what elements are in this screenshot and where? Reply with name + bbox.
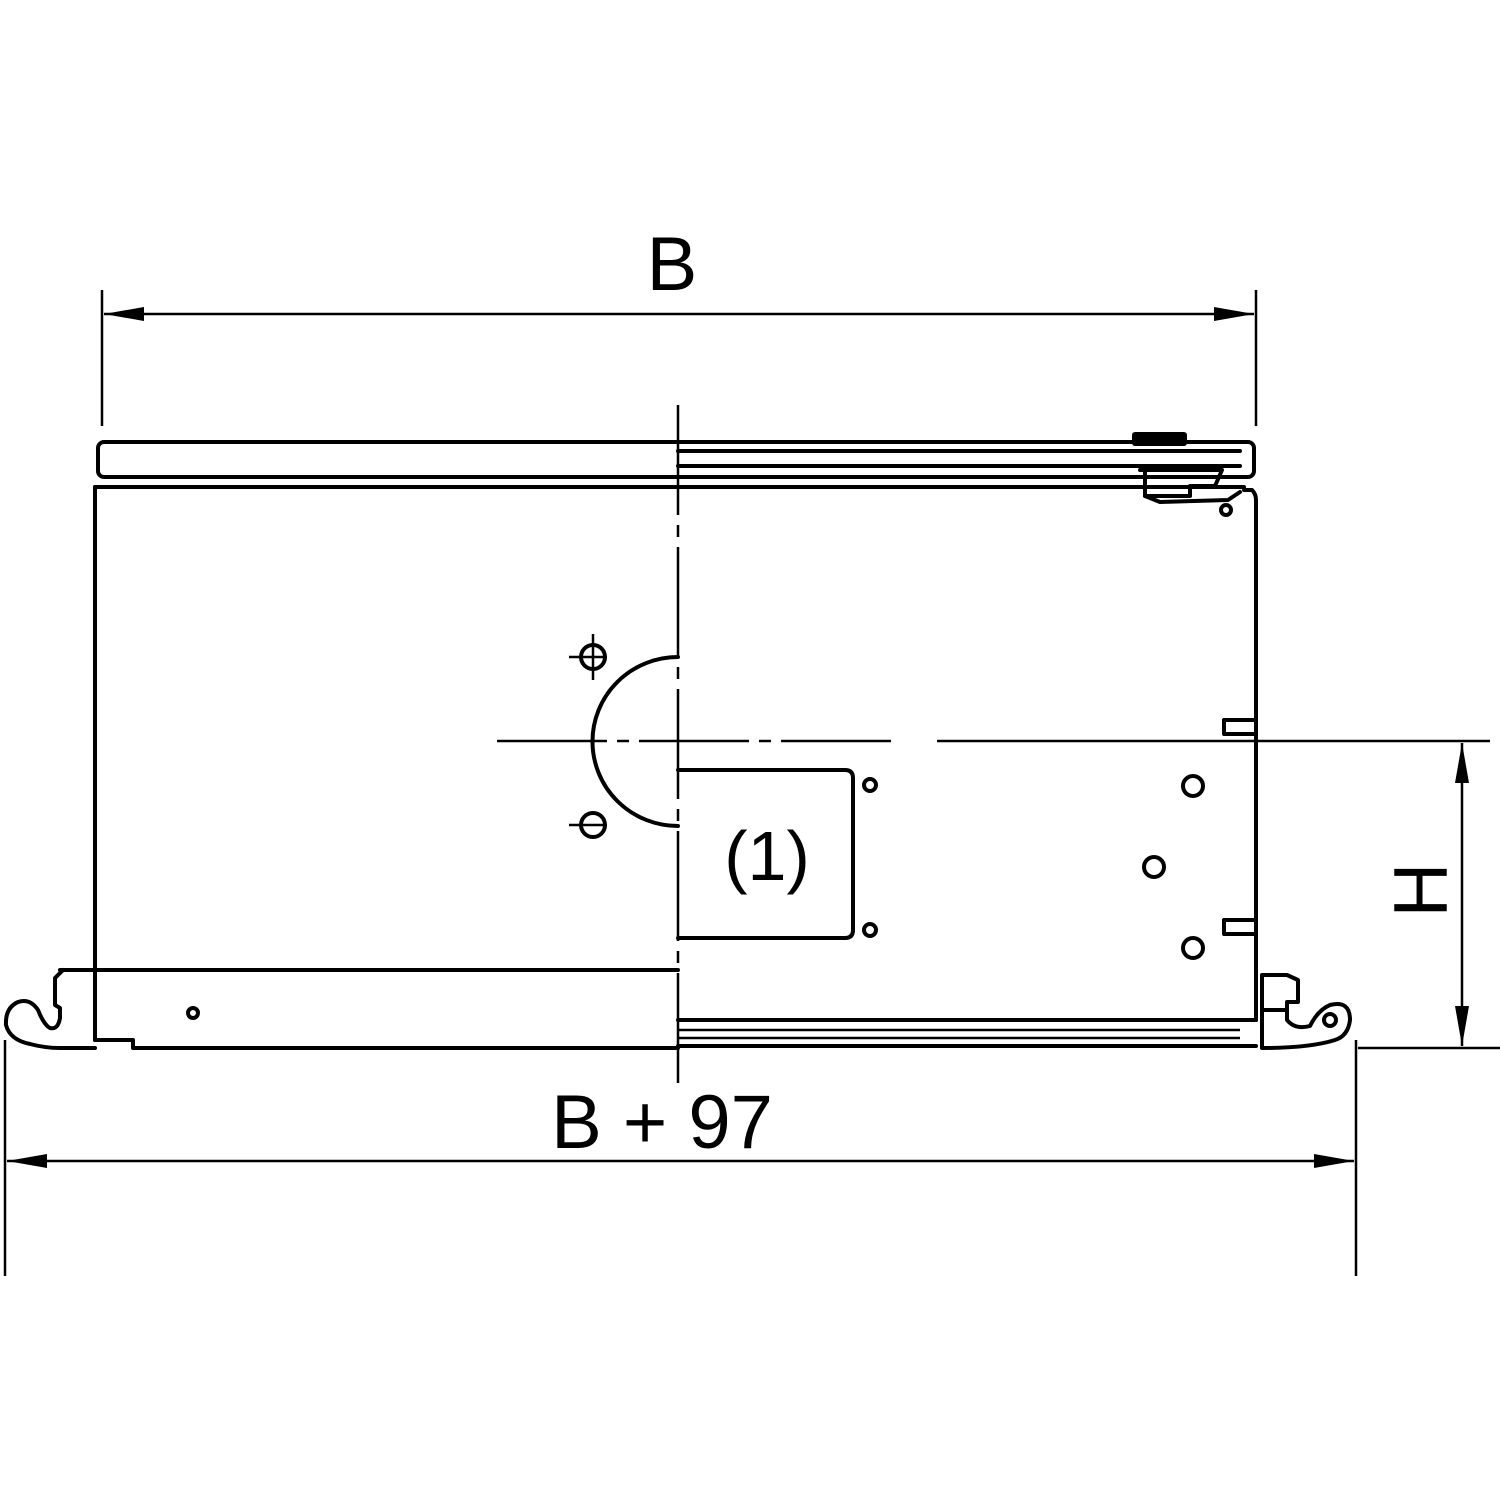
cutout-outline xyxy=(676,768,855,940)
dimension-b: B xyxy=(100,222,1258,426)
mounting-hole-crosshair-top xyxy=(569,634,607,680)
hole-icon xyxy=(1181,936,1205,960)
dimension-label-h: H xyxy=(1379,863,1464,918)
hole-icon xyxy=(862,922,878,938)
hole-icon xyxy=(862,777,878,793)
hole-icon xyxy=(1181,774,1205,798)
dimension-h: H xyxy=(1358,743,1500,1050)
mounting-hole-crosshair-bottom xyxy=(569,811,607,839)
trunking-body xyxy=(3,485,1352,1050)
dimension-label-b: B xyxy=(647,222,698,307)
cover-lid xyxy=(96,432,1256,517)
holes xyxy=(186,774,1205,1020)
dimension-label-overall: B + 97 xyxy=(551,1080,773,1165)
dimension-overall-width: B + 97 xyxy=(3,1040,1358,1276)
knockout-area: (1) xyxy=(569,634,855,940)
hole-icon xyxy=(186,1006,200,1020)
cutout-label: (1) xyxy=(724,817,810,895)
hole-icon xyxy=(1142,855,1166,879)
